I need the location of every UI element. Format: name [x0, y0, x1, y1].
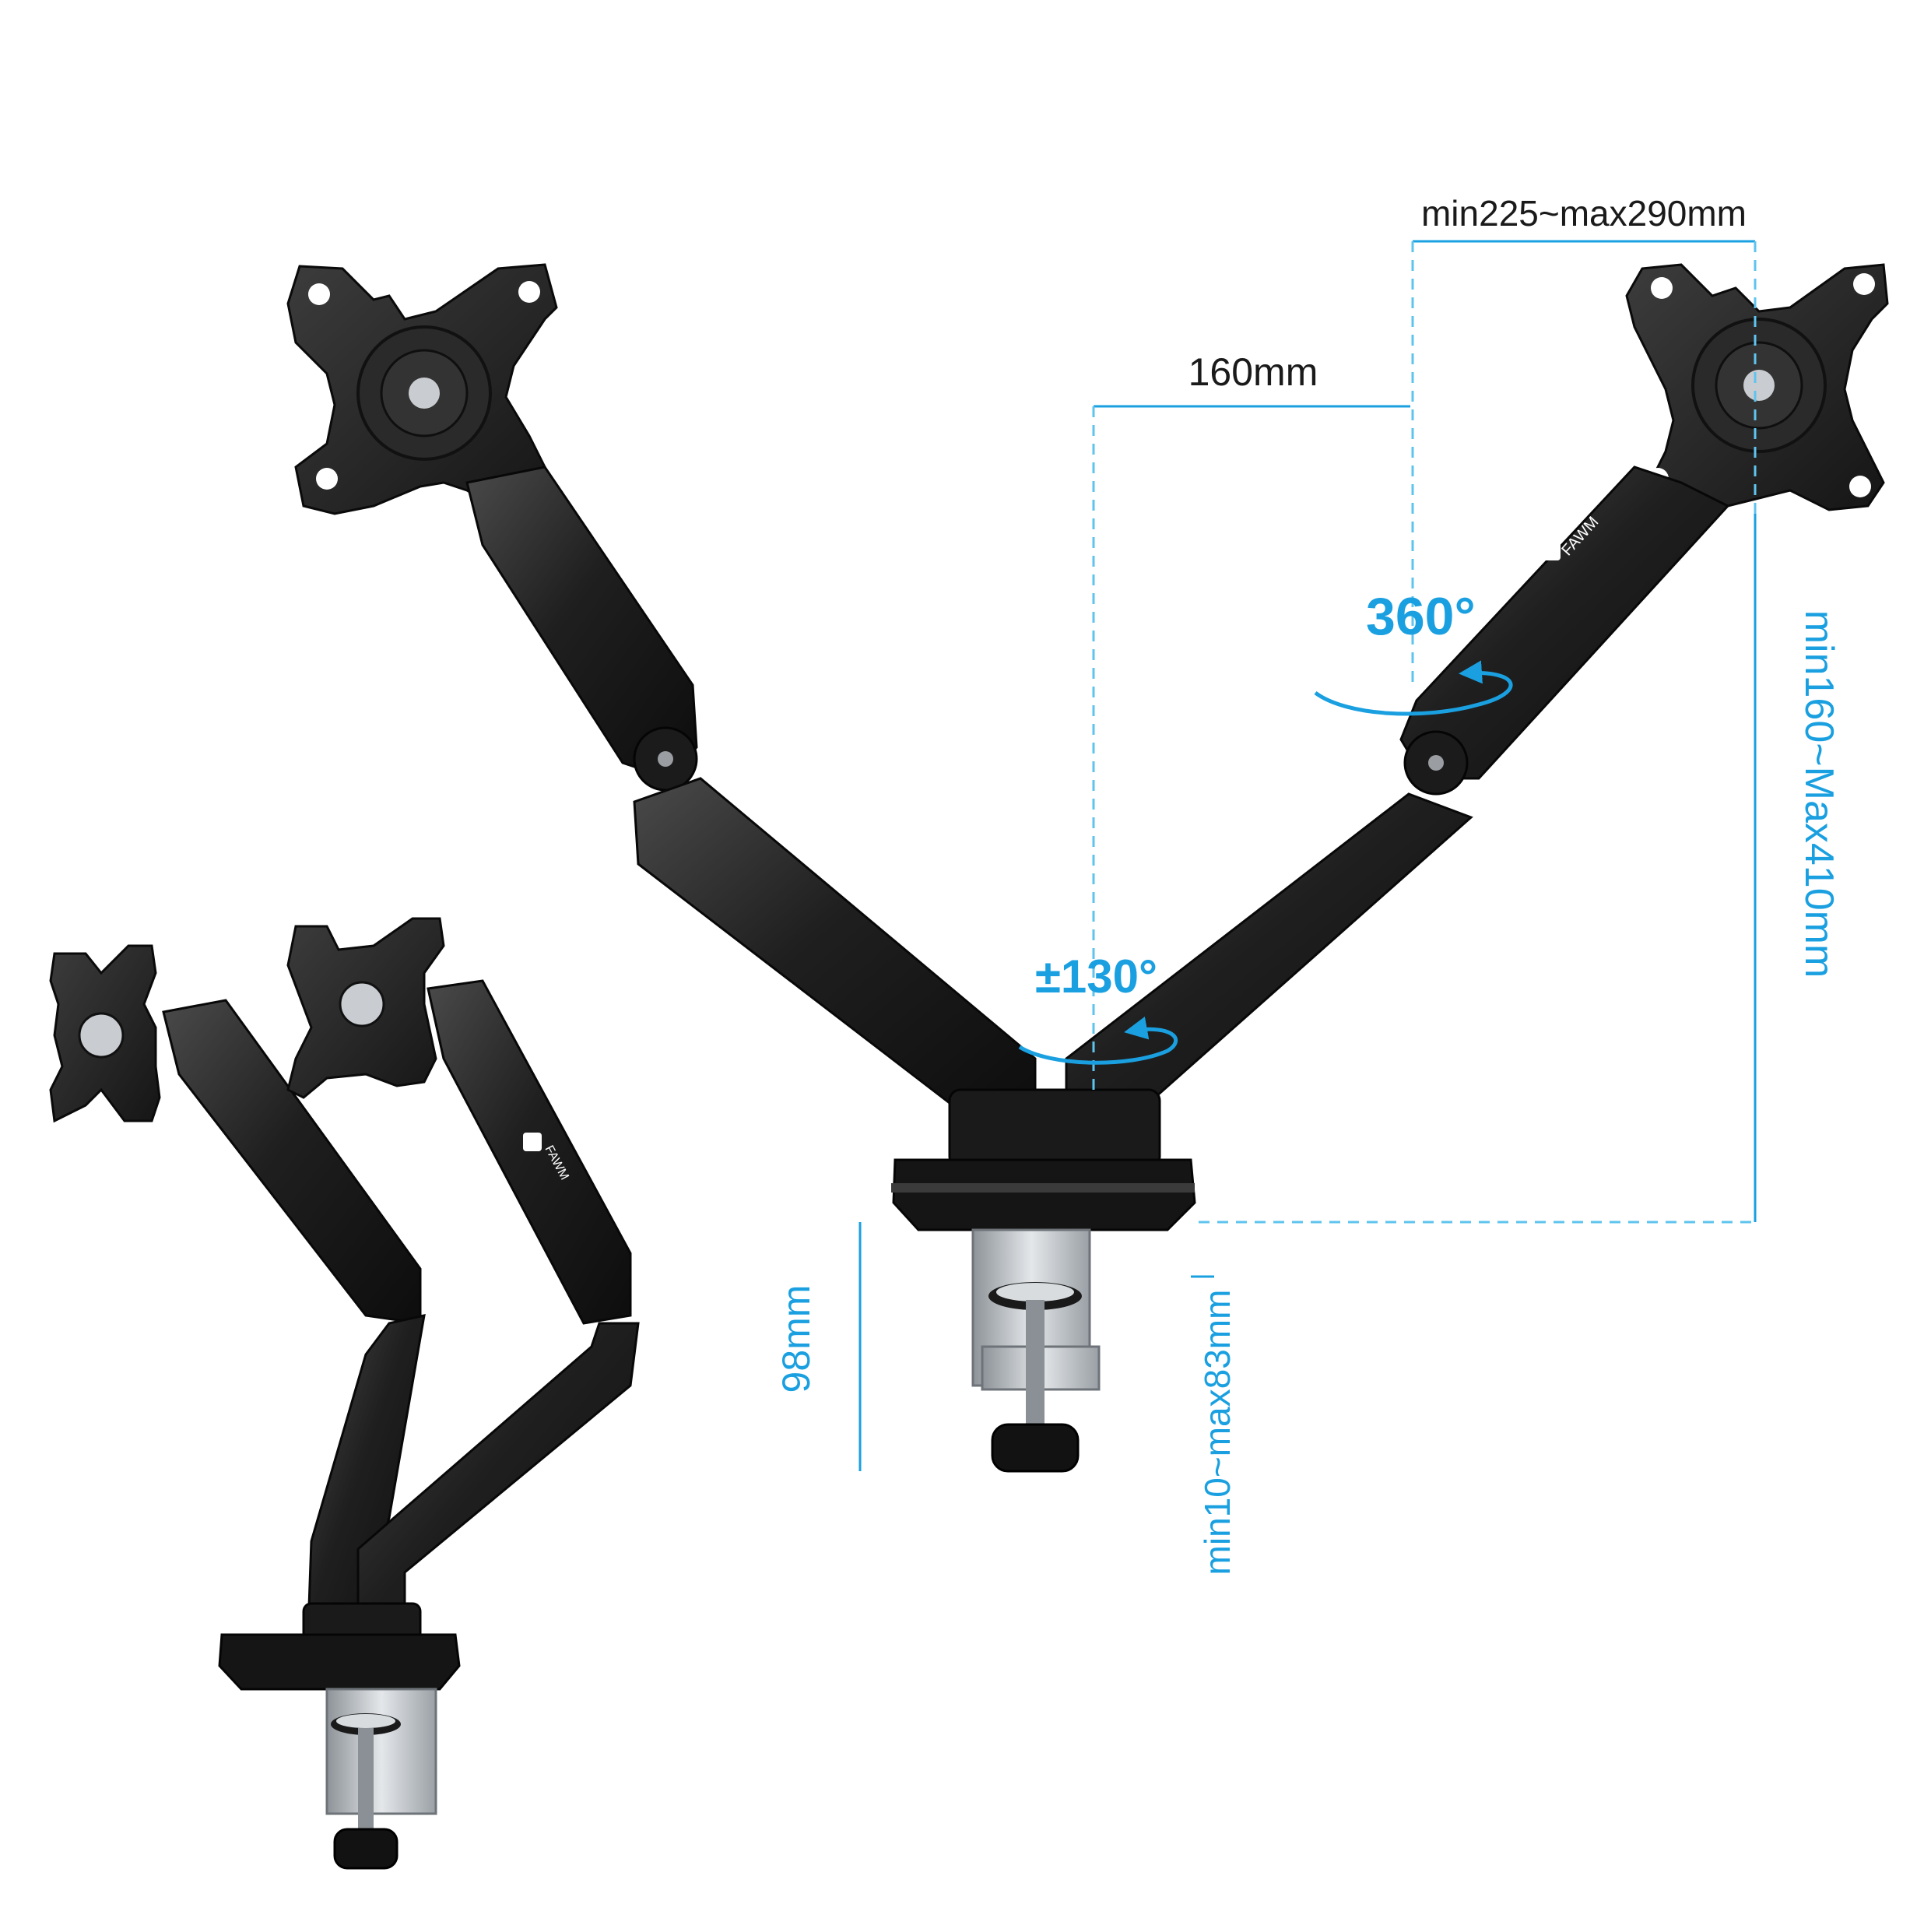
label-base-height: 98mm [774, 1285, 818, 1393]
label-desk-thickness: min10~max83mm [1197, 1290, 1238, 1575]
label-arm-swing: ±130° [1035, 950, 1157, 1003]
left-lower-arm [633, 777, 1037, 1122]
left-vesa-plate [286, 263, 558, 515]
secondary-clamp [325, 1688, 437, 1870]
label-arm-reach: min225~max290mm [1421, 193, 1747, 234]
label-swivel: 360° [1366, 587, 1476, 646]
label-center-offset: 160mm [1188, 350, 1318, 394]
label-height-range: min160~Max410mm [1796, 610, 1841, 978]
desk-base [892, 1158, 1196, 1231]
swivel-360-arrow [1314, 660, 1513, 716]
main-dual-arm: FAWM [286, 263, 1889, 1473]
swing-130-arrow [1018, 1016, 1178, 1065]
right-vesa-plate [1625, 263, 1889, 511]
secondary-right-arm-upper [427, 979, 632, 1325]
rotation-arrows [1018, 660, 1513, 1065]
center-pole [948, 1088, 1161, 1169]
desk-clamp [971, 1228, 1101, 1473]
secondary-desk-base [218, 1633, 461, 1691]
dimension-guides [858, 240, 1757, 1471]
secondary-folded-arm: FAWM [49, 917, 640, 1870]
